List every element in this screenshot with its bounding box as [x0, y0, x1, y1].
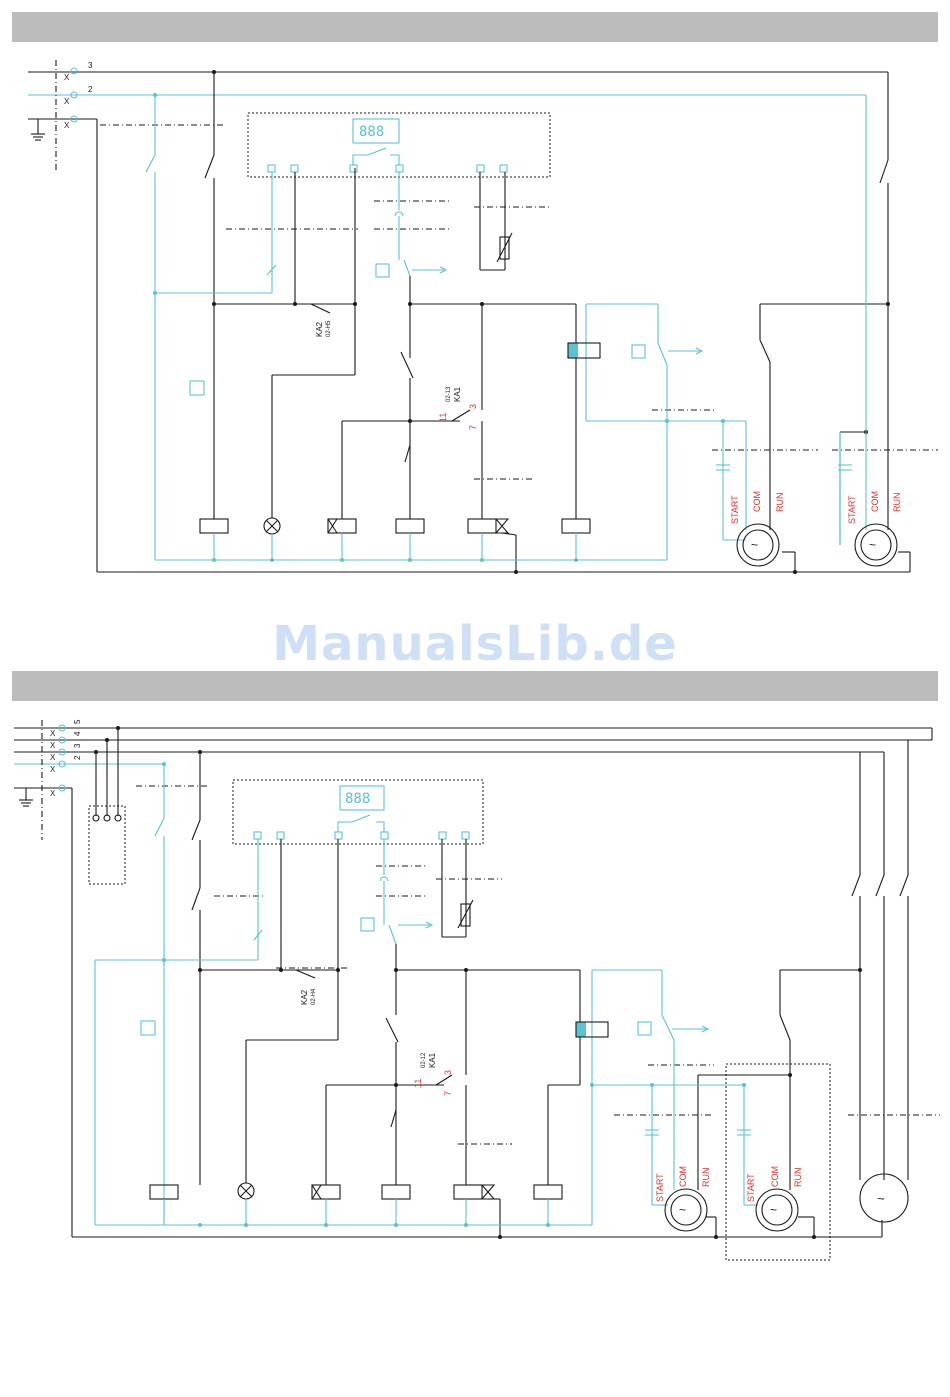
ka1-label-1: KA1 02-13 3 11 7 — [438, 386, 478, 430]
watermark: ManualsLib.de — [0, 616, 950, 672]
svg-text:KA2: KA2 — [315, 321, 324, 337]
controller-box-2: 888 — [233, 780, 483, 844]
svg-text:3: 3 — [468, 404, 478, 409]
compressor-motor-4: ~ START COM RUN — [746, 1166, 803, 1231]
circuit-black-2 — [192, 728, 932, 1260]
compressor-motor-3: ~ START COM RUN — [655, 1166, 711, 1231]
svg-text:X: X — [50, 729, 56, 738]
svg-text:X: X — [50, 789, 56, 798]
load-row-2 — [141, 1021, 608, 1225]
terminal-label-5: 5 — [73, 719, 82, 724]
svg-text:KA1: KA1 — [428, 1052, 437, 1068]
controller-display: 888 — [359, 124, 384, 140]
svg-text:7: 7 — [468, 425, 478, 430]
motor2-com-label: COM — [870, 491, 880, 512]
motor3-start-label: START — [655, 1173, 665, 1202]
svg-text:~: ~ — [877, 1191, 885, 1206]
wiring-diagram-1: X X X 3 2 888 — [0, 0, 950, 610]
compressor-motor-1: ~ START COM RUN — [730, 491, 785, 566]
fan-motor-three-phase: ~ — [860, 1174, 908, 1222]
compressor-motor-2: ~ START COM RUN — [847, 491, 902, 566]
section-header-bar-2 — [12, 671, 938, 701]
motor1-run-label: RUN — [775, 493, 785, 513]
svg-text:~: ~ — [770, 1203, 777, 1217]
motor2-run-label: RUN — [892, 493, 902, 513]
motor1-com-label: COM — [752, 491, 762, 512]
motor4-run-label: RUN — [793, 1168, 803, 1188]
motor3-com-label: COM — [678, 1166, 688, 1187]
svg-text:X: X — [50, 741, 56, 750]
svg-text:~: ~ — [679, 1203, 686, 1217]
supply-lines-2: X X X X X 5 4 3 2 — [14, 719, 932, 1237]
svg-text:02-H4: 02-H4 — [311, 988, 317, 1005]
motor1-start-label: START — [730, 495, 740, 524]
dash-lines-2 — [136, 786, 940, 1144]
ka2-label-1: KA2 02-H5 — [315, 320, 332, 337]
controller-box: 888 — [248, 113, 550, 177]
terminal-label-4: 4 — [73, 731, 82, 736]
ka2-label-2: KA2 02-H4 — [300, 988, 317, 1005]
controller-display-2: 888 — [345, 791, 370, 807]
motor4-start-label: START — [746, 1173, 756, 1202]
svg-text:~: ~ — [751, 538, 758, 552]
motor3-run-label: RUN — [701, 1168, 711, 1188]
svg-text:~: ~ — [869, 538, 876, 552]
svg-text:X: X — [64, 121, 70, 130]
motor2-start-label: START — [847, 495, 857, 524]
svg-text:02-13: 02-13 — [446, 386, 452, 402]
circuit-black — [205, 70, 910, 574]
svg-text:X: X — [50, 753, 56, 762]
svg-text:11: 11 — [438, 413, 448, 422]
motor4-com-label: COM — [770, 1166, 780, 1187]
circuit-cyan-2 — [95, 762, 758, 1227]
svg-text:X: X — [64, 97, 70, 106]
svg-text:11: 11 — [413, 1079, 423, 1088]
terminal-label-3b: 3 — [73, 743, 82, 748]
svg-text:7: 7 — [443, 1091, 453, 1096]
terminal-label-2b: 2 — [73, 755, 82, 760]
svg-text:X: X — [50, 765, 56, 774]
svg-text:3: 3 — [443, 1070, 453, 1075]
terminal-label-3: 3 — [88, 61, 93, 70]
ka1-label-2: KA1 02-12 3 11 7 — [413, 1052, 453, 1096]
dash-lines — [100, 125, 938, 479]
svg-text:X: X — [64, 73, 70, 82]
svg-text:02-H5: 02-H5 — [326, 320, 332, 337]
terminal-label-2: 2 — [88, 85, 93, 94]
phase-monitor-box — [89, 726, 125, 884]
load-row — [190, 343, 600, 560]
svg-text:KA1: KA1 — [453, 386, 462, 402]
svg-text:KA2: KA2 — [300, 989, 309, 1005]
svg-text:02-12: 02-12 — [421, 1052, 427, 1068]
